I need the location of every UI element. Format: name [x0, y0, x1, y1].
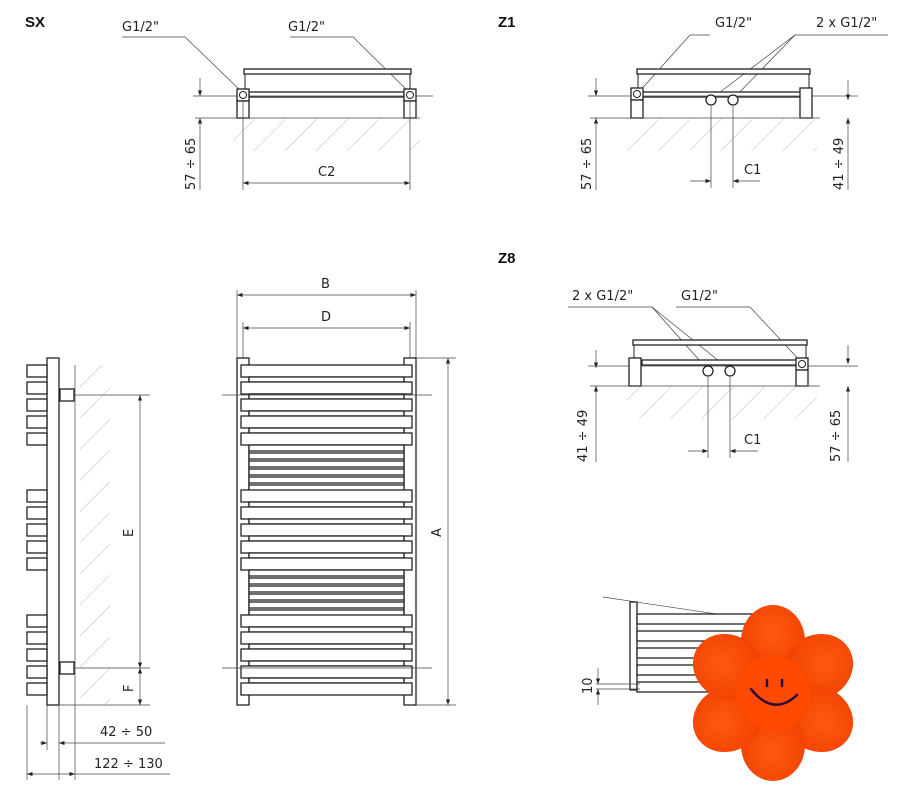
radiator-bar [240, 398, 413, 412]
section-title-z1: Z1 [498, 14, 516, 31]
side-depth-total: 122 ÷ 130 [94, 757, 163, 772]
radiator-bar-side [26, 557, 48, 571]
radiator-bar-inner [248, 593, 405, 601]
radiator-bar-side [26, 415, 48, 429]
radiator-bar-inner [248, 585, 405, 593]
z8-connection-label: G1/2" [681, 289, 718, 304]
radiator-bar-inner [248, 410, 405, 417]
radiator-bar [240, 489, 413, 503]
detail-10-dimension: 10 [581, 677, 596, 694]
z8-view: Z8 2 x G1/2" G1/2" 41 ÷ 49 57 ÷ 65 C1 [498, 250, 858, 462]
z1-view: Z1 G1/2" 2 x G1/2" 57 ÷ 65 41 ÷ 49 C1 [498, 14, 888, 190]
radiator-bar [240, 648, 413, 662]
connector-right [403, 88, 417, 102]
radiator-bar-side [26, 631, 48, 645]
wall-hatching [233, 119, 420, 151]
radiator-bar-side [26, 665, 48, 679]
radiator-bar-inner [248, 552, 405, 559]
z8-connection-label-double: 2 x G1/2" [572, 289, 633, 304]
connector-left [236, 88, 250, 102]
radiator-bar-side [26, 489, 48, 503]
front-a-dimension: A [430, 528, 445, 537]
side-f-dimension: F [122, 685, 137, 692]
front-d-dimension: D [321, 310, 331, 325]
radiator-bar-side [26, 506, 48, 520]
radiator-bar [240, 523, 413, 537]
smile-icon [749, 687, 799, 706]
sx-connection-label-left: G1/2" [122, 20, 159, 35]
radiator-bar-inner [248, 501, 405, 508]
z1-bottom-connector [727, 94, 739, 106]
radiator-bar [240, 506, 413, 520]
radiator-bar-side [26, 682, 48, 696]
radiator-bar-side [26, 648, 48, 662]
sx-view: SX G1/2" G1/2" 57 ÷ 65 C2 [25, 14, 433, 190]
radiator-bar [240, 682, 413, 696]
radiator-bar-inner [248, 677, 405, 684]
radiator-bar-side [26, 364, 48, 378]
side-depth-bracket: 42 ÷ 50 [100, 725, 152, 740]
radiator-bar-side [26, 540, 48, 554]
radiator-bar [240, 540, 413, 554]
radiator-bar [240, 631, 413, 645]
section-title-sx: SX [25, 14, 45, 31]
z8-height-left: 41 ÷ 49 [576, 410, 591, 462]
radiator-bar-inner [248, 577, 405, 585]
radiator-bar-inner [248, 376, 405, 383]
radiator-bar-side [26, 381, 48, 395]
z1-bottom-connector [705, 94, 717, 106]
sx-c2-dimension: C2 [318, 165, 335, 180]
radiator-bar-inner [248, 452, 405, 460]
side-view: E F 42 ÷ 50 122 ÷ 130 [26, 357, 170, 780]
radiator-bar [240, 381, 413, 395]
radiator-bar-side [26, 614, 48, 628]
radiator-bar-inner [248, 660, 405, 667]
z8-height-right: 57 ÷ 65 [829, 410, 844, 462]
radiator-bar-inner [248, 535, 405, 542]
radiator-bar-inner [248, 444, 405, 452]
radiator-bar-inner [248, 518, 405, 525]
radiator-bar [240, 432, 413, 446]
z1-c1-dimension: C1 [744, 163, 761, 178]
sx-connection-label-right: G1/2" [288, 20, 325, 35]
z1-connection-label-double: 2 x G1/2" [816, 16, 877, 31]
radiator-bar-inner [248, 626, 405, 633]
z1-connection-label: G1/2" [715, 16, 752, 31]
z8-c1-dimension: C1 [744, 433, 761, 448]
z1-height-right: 41 ÷ 49 [832, 138, 847, 190]
radiator-bar-inner [248, 460, 405, 468]
side-e-dimension: E [122, 529, 137, 537]
radiator-bar-side [26, 432, 48, 446]
section-title-z8: Z8 [498, 250, 516, 267]
z1-height-left: 57 ÷ 65 [580, 138, 595, 190]
front-b-dimension: B [321, 277, 330, 292]
radiator-bar [240, 557, 413, 571]
radiator-bar-inner [248, 476, 405, 484]
radiator-bar-side [26, 398, 48, 412]
radiator-bar-inner [248, 601, 405, 609]
sx-height-dimension: 57 ÷ 65 [184, 138, 199, 190]
radiator-bar-inner [248, 427, 405, 434]
radiator-bar-inner [248, 569, 405, 577]
radiator-bar-side [26, 523, 48, 537]
flower-mascot-logo [692, 605, 854, 781]
radiator-bar [240, 614, 413, 628]
radiator-bar-inner [248, 643, 405, 650]
radiator-bar [240, 415, 413, 429]
front-view: B D A [222, 277, 456, 706]
radiator-bar [240, 364, 413, 378]
radiator-bar-inner [248, 468, 405, 476]
